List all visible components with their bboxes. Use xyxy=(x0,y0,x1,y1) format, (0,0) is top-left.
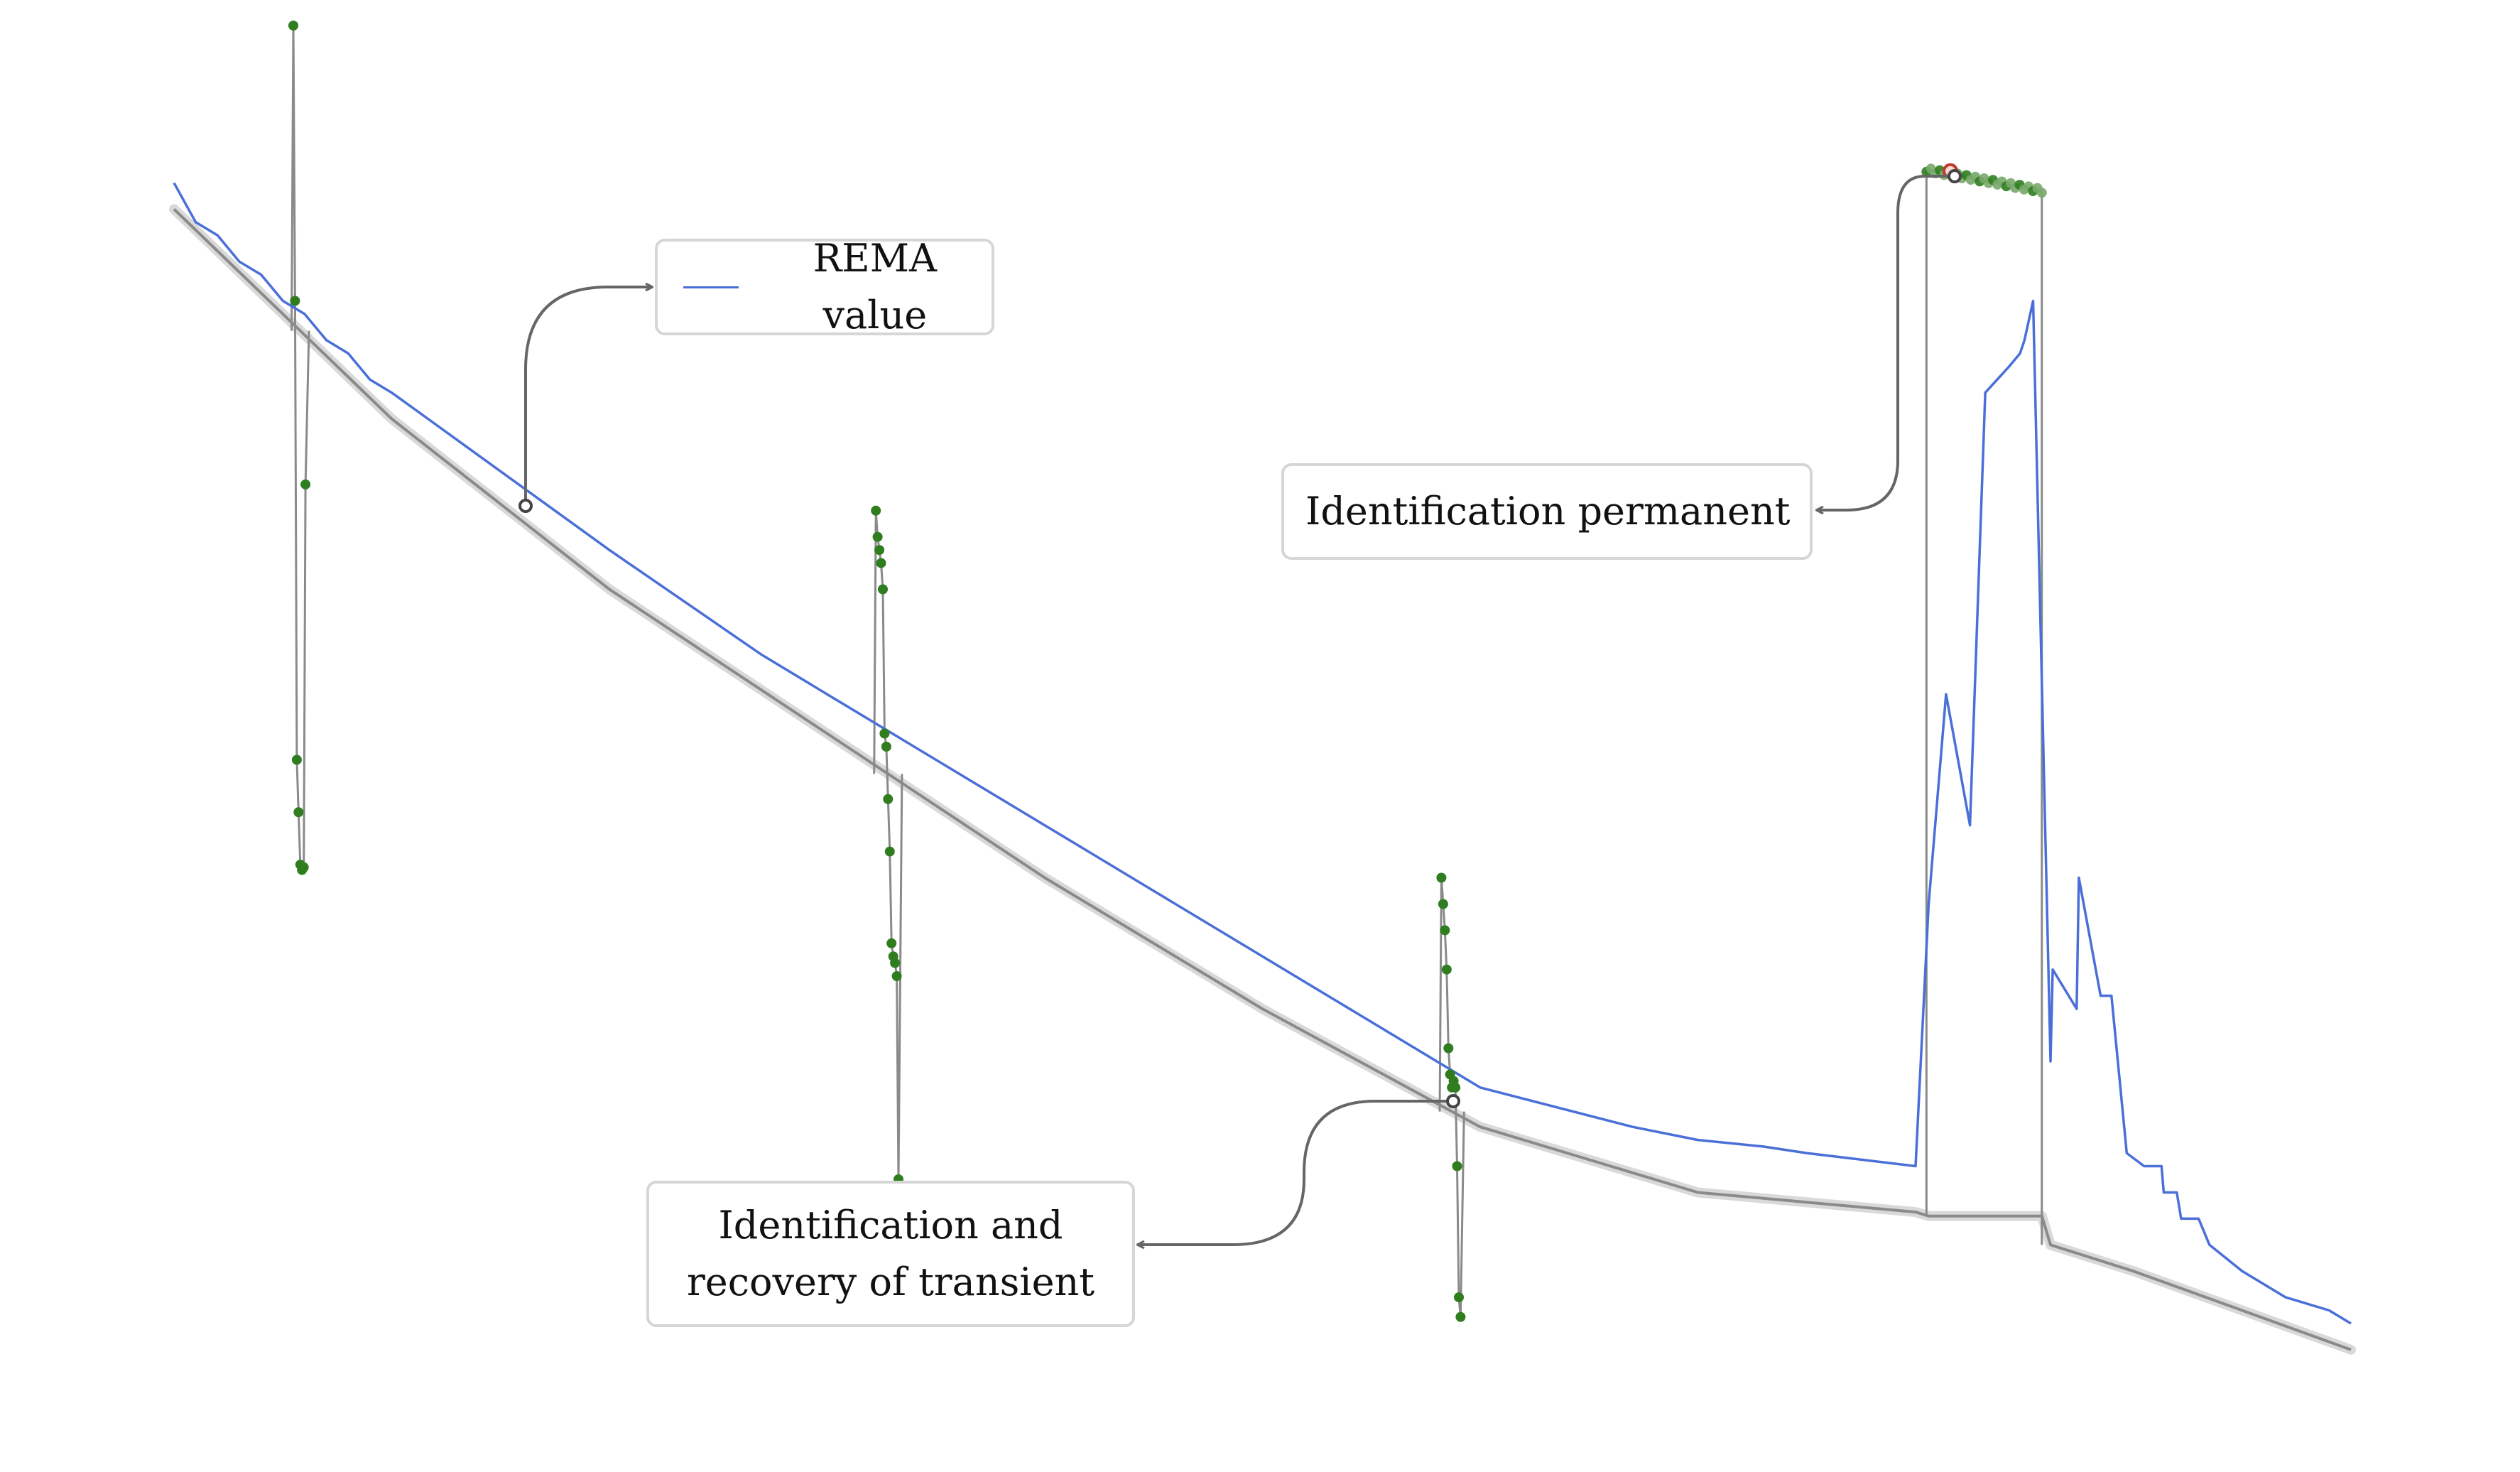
transient-marker xyxy=(290,296,300,306)
transient-label-line2: recovery of transient xyxy=(686,1260,1095,1304)
legend-callout: REMA value xyxy=(655,236,994,337)
baseline-line xyxy=(173,207,2352,1351)
transient-marker xyxy=(1438,899,1448,909)
transient-marker xyxy=(871,505,881,516)
legend-swatch xyxy=(683,286,739,288)
transient-marker xyxy=(1443,1043,1454,1054)
transient-marker xyxy=(872,531,883,542)
transient-spike-1 xyxy=(290,25,310,872)
vertical-layer xyxy=(290,25,2043,1317)
transient-marker xyxy=(1441,964,1452,975)
transient-marker xyxy=(874,545,885,556)
baseline-band xyxy=(169,204,2356,1355)
transient-marker xyxy=(1454,1292,1464,1303)
rema-value-line xyxy=(173,182,2352,1325)
transient-marker xyxy=(891,971,902,981)
transient-marker xyxy=(1455,1311,1466,1322)
transient-marker xyxy=(886,938,897,948)
legend-connector-anchor xyxy=(518,499,533,513)
rema-layer xyxy=(173,182,2352,1325)
permanent-connector-anchor xyxy=(1948,169,1962,183)
transient-callout: Identification and recovery of transient xyxy=(646,1181,1135,1327)
marker-layer xyxy=(288,21,2047,1322)
permanent-connector xyxy=(1817,175,1955,510)
transient-marker xyxy=(1436,872,1447,883)
transient-marker xyxy=(883,794,894,804)
transient-marker xyxy=(300,479,311,489)
transient-connector-anchor xyxy=(1446,1094,1460,1108)
transient-marker xyxy=(1440,925,1450,936)
transient-marker xyxy=(879,728,890,739)
transient-marker xyxy=(884,846,895,857)
transient-marker xyxy=(1450,1082,1461,1093)
transient-marker xyxy=(876,558,886,568)
permanent-label: Identification permanent xyxy=(1305,489,1791,534)
transient-connector xyxy=(1138,1100,1453,1245)
permanent-callout: Identification permanent xyxy=(1281,463,1813,560)
connector-layer xyxy=(518,169,1962,1245)
transient-marker xyxy=(890,958,901,968)
transient-marker xyxy=(878,584,888,595)
legend-connector xyxy=(524,287,652,506)
transient-spike-2 xyxy=(873,510,903,1180)
transient-marker xyxy=(1452,1161,1462,1171)
transient-marker xyxy=(293,807,304,818)
baseline-layer xyxy=(169,204,2356,1355)
transient-marker xyxy=(298,862,309,872)
permanent-marker xyxy=(2036,188,2047,198)
transient-marker xyxy=(288,21,298,31)
transient-marker xyxy=(881,742,891,752)
transient-label-line1: Identification and xyxy=(718,1203,1063,1248)
legend-label: REMA value xyxy=(813,236,938,337)
transient-marker xyxy=(291,754,302,765)
